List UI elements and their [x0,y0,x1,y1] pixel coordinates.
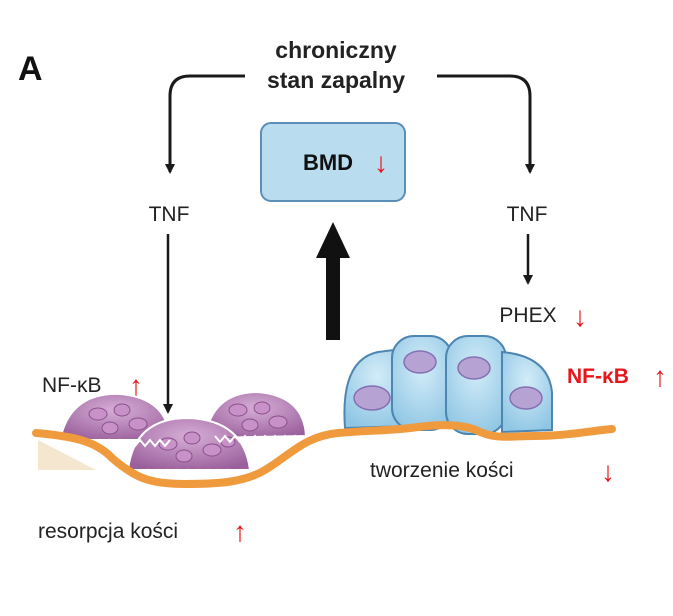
right-nfkb-up-icon: ↑ [653,361,667,392]
bmd-down-icon: ↓ [374,147,388,178]
bone-formation-down-icon: ↓ [601,456,615,487]
left-branch-arrow [165,74,245,174]
panel-letter: A [18,50,43,88]
top-label-line1: chroniczny [275,37,397,63]
phex-label: PHEX [499,304,556,327]
right-tnf-label: TNF [507,203,548,226]
left-nfkb-label: NF-κB [42,374,102,397]
big-up-arrow-head [316,222,350,258]
left-nfkb-up-icon: ↑ [129,370,143,401]
phex-down-icon: ↓ [573,301,587,332]
bmd-label: BMD [303,150,353,175]
osteoblast-cells [343,335,553,435]
right-nfkb-label: NF-κB [567,365,629,388]
left-tnf-label: TNF [149,203,190,226]
top-label-line2: stan zapalny [267,67,405,93]
right-branch-arrow [437,74,535,174]
bone-formation-label: tworzenie kości [370,459,514,482]
bmd-box [260,122,406,202]
big-up-arrow-shaft [326,255,340,340]
bone-surface-line [32,421,616,489]
bone-matrix [38,440,96,470]
bone-resorption-label: resorpcja kości [38,520,178,543]
bone-resorption-up-icon: ↑ [233,516,247,547]
osteoclast-cells [58,390,308,478]
